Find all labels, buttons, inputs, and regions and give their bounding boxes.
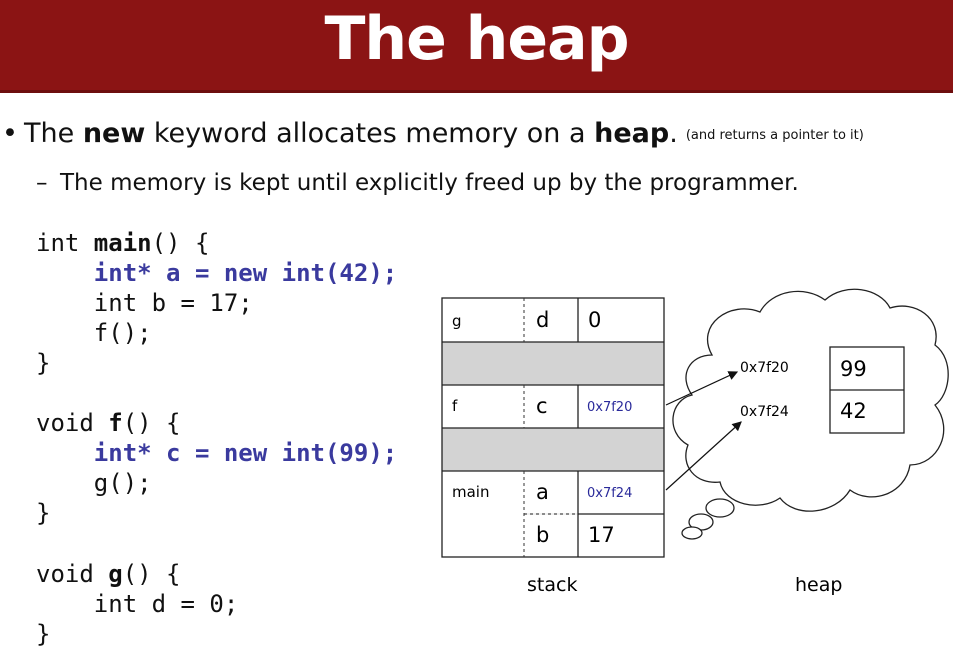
stack-value-c: 0x7f20 bbox=[587, 400, 632, 415]
code-token: () { bbox=[122, 560, 181, 588]
bullet-keyword-heap: heap bbox=[594, 118, 670, 149]
stack-var-c: c bbox=[536, 394, 548, 418]
frame-label-f: f bbox=[452, 397, 458, 415]
bullet-note: (and returns a pointer to it) bbox=[685, 128, 864, 143]
sub-bullet: –The memory is kept until explicitly fre… bbox=[36, 170, 799, 196]
stack-value-d: 0 bbox=[588, 308, 601, 332]
code-line: g(); bbox=[36, 469, 152, 497]
sub-bullet-text: The memory is kept until explicitly free… bbox=[60, 170, 799, 196]
function-name-main: main bbox=[93, 229, 152, 257]
title-bar: The heap bbox=[0, 0, 953, 93]
dash-icon: – bbox=[36, 170, 48, 196]
heap-address-1: 0x7f20 bbox=[740, 360, 789, 376]
bullet-text-mid: keyword allocates memory on a bbox=[145, 118, 595, 149]
stack-label: stack bbox=[527, 574, 577, 596]
code-line-highlight: int* a = new int(42); bbox=[36, 259, 398, 287]
code-g: void g() { int d = 0;} bbox=[36, 559, 238, 649]
heap-label: heap bbox=[795, 574, 842, 596]
code-line: f(); bbox=[36, 319, 152, 347]
function-name-f: f bbox=[108, 409, 123, 437]
function-name-g: g bbox=[108, 560, 123, 588]
code-token: int bbox=[36, 229, 94, 257]
code-line: } bbox=[36, 499, 51, 527]
stack-value-a: 0x7f24 bbox=[587, 486, 632, 501]
code-f: void f() { int* c = new int(99); g();} bbox=[36, 408, 397, 528]
bullet-text-post: . bbox=[669, 118, 678, 149]
frame-label-g: g bbox=[452, 312, 462, 330]
stack: g d 0 f c 0x7f20 main a 0x7f24 b 17 stac… bbox=[441, 297, 665, 596]
code-line-highlight: int* c = new int(99); bbox=[36, 439, 398, 467]
code-token: () { bbox=[151, 229, 210, 257]
bullet-text-pre: The bbox=[24, 118, 83, 149]
heap-value-1: 99 bbox=[840, 357, 867, 381]
code-line: void g() { bbox=[36, 559, 238, 589]
code-main: int main() { int* a = new int(42); int b… bbox=[36, 228, 397, 378]
bullet-keyword-new: new bbox=[82, 118, 146, 149]
frame-label-main: main bbox=[452, 483, 489, 501]
bullet-dot-icon: • bbox=[2, 118, 18, 149]
stack-var-d: d bbox=[536, 308, 549, 332]
heap: 0x7f20 0x7f24 99 42 heap bbox=[740, 346, 905, 596]
heap-value-2: 42 bbox=[840, 399, 867, 423]
stack-value-b: 17 bbox=[588, 523, 615, 547]
code-line: } bbox=[36, 620, 51, 648]
code-line: void f() { bbox=[36, 408, 397, 438]
code-line: int main() { bbox=[36, 228, 397, 258]
code-token: void bbox=[36, 409, 109, 437]
slide-title: The heap bbox=[324, 4, 629, 74]
code-line: int b = 17; bbox=[36, 289, 253, 317]
code-line: int d = 0; bbox=[36, 590, 239, 618]
stack-gap bbox=[442, 342, 664, 385]
stack-var-b: b bbox=[536, 523, 549, 547]
stack-gap bbox=[442, 428, 664, 471]
bullet-new-keyword: •The new keyword allocates memory on a h… bbox=[2, 118, 864, 149]
heap-address-2: 0x7f24 bbox=[740, 404, 789, 420]
heap-cells-border bbox=[829, 346, 905, 434]
pointer-arrow-a bbox=[665, 421, 742, 491]
code-token: void bbox=[36, 560, 109, 588]
heap-cloud-icon bbox=[672, 288, 949, 540]
code-token: () { bbox=[122, 409, 181, 437]
stack-border bbox=[441, 297, 665, 558]
code-line: } bbox=[36, 349, 51, 377]
stack-var-a: a bbox=[536, 480, 549, 504]
pointer-arrow-c bbox=[665, 371, 739, 406]
